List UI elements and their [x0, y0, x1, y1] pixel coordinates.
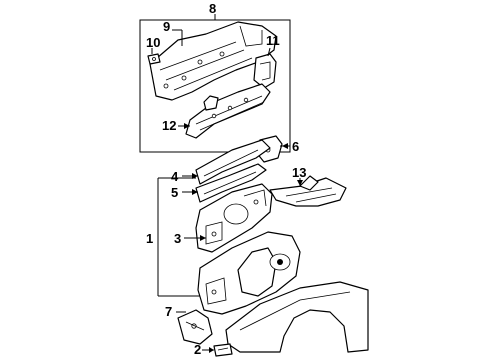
callout-4[interactable]: 4	[171, 169, 179, 184]
callout-11[interactable]: 11	[266, 33, 280, 48]
inner-apron-3-part	[195, 183, 273, 253]
callout-8[interactable]: 8	[209, 1, 216, 16]
apron-extension-13-part	[269, 175, 347, 207]
small-bracket-part	[147, 53, 161, 65]
apron-upper-4-part	[195, 139, 271, 185]
clip-2-part	[213, 343, 233, 357]
apron-rail-5-part	[195, 163, 267, 203]
callout-13[interactable]: 13	[292, 165, 306, 180]
callout-9[interactable]: 9	[163, 19, 170, 34]
callout-12[interactable]: 12	[162, 118, 176, 133]
callout-7[interactable]: 7	[165, 304, 172, 319]
main-apron-1-part	[197, 231, 301, 315]
callout-10[interactable]: 10	[146, 35, 160, 50]
fender-part	[225, 281, 369, 353]
callout-6[interactable]: 6	[292, 139, 299, 154]
lower-rail-part	[185, 83, 271, 139]
callout-3[interactable]: 3	[174, 231, 181, 246]
callout-5[interactable]: 5	[171, 185, 178, 200]
callout-2[interactable]: 2	[194, 342, 201, 357]
reinforcement-part	[253, 53, 277, 89]
callout-1[interactable]: 1	[146, 231, 153, 246]
bracket-7-part	[177, 309, 213, 345]
